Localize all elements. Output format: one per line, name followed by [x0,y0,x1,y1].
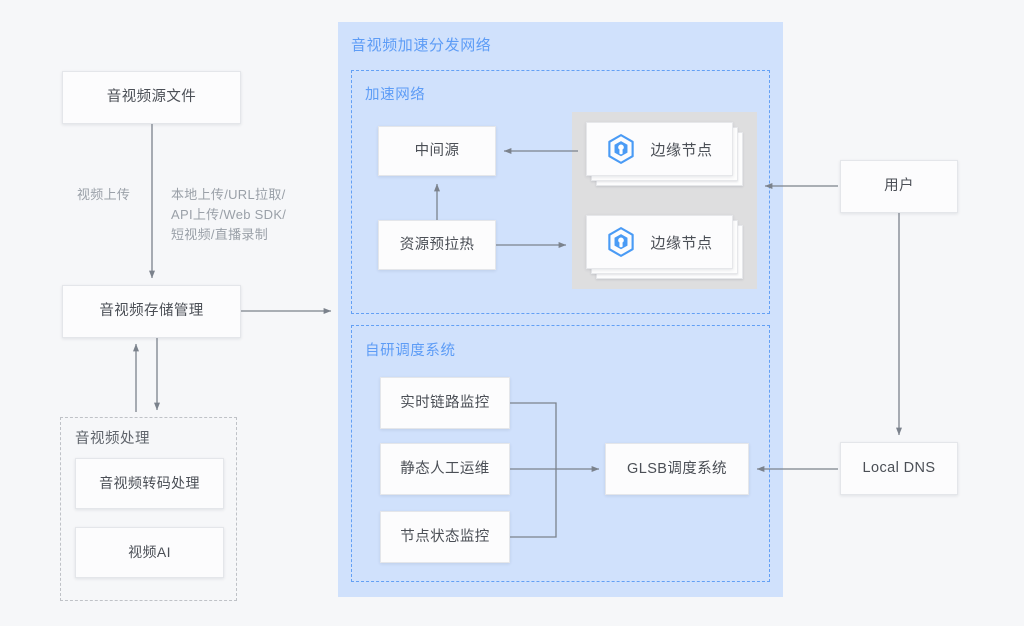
node-transcode-processing[interactable]: 音视频转码处理 [75,458,224,509]
node-node-status-monitor-label: 节点状态监控 [400,528,490,545]
node-static-manual-ops-label: 静态人工运维 [400,460,490,477]
edge-node-stack-1[interactable]: 边缘节点 [586,122,746,186]
node-glsb-scheduling-system-label: GLSB调度系统 [627,460,727,477]
upload-note-methods: 本地上传/URL拉取/ API上传/Web SDK/ 短视频/直播录制 [171,187,287,243]
node-resource-prefetch[interactable]: 资源预拉热 [378,220,496,270]
node-user-label: 用户 [884,178,914,195]
node-transcode-processing-label: 音视频转码处理 [99,475,200,492]
acceleration-network-group [351,70,770,314]
processing-group [60,417,237,601]
edge-node-stack-2[interactable]: 边缘节点 [586,215,746,279]
upload-note-left: 视频上传 [77,187,131,202]
node-glsb-scheduling-system[interactable]: GLSB调度系统 [605,443,749,495]
node-user[interactable]: 用户 [840,160,958,213]
panel-title: 音视频加速分发网络 [351,37,492,54]
processing-group-label: 音视频处理 [75,431,150,447]
edge-node-hex-icon [606,226,636,258]
scheduling-system-title: 自研调度系统 [365,343,456,359]
edge-node-card-1[interactable]: 边缘节点 [586,122,733,176]
node-source-file-label: 音视频源文件 [106,89,197,106]
node-storage-management[interactable]: 音视频存储管理 [62,285,241,338]
edge-node-card-1-label: 边缘节点 [650,141,713,159]
acceleration-network-title: 加速网络 [365,87,426,103]
node-node-status-monitor[interactable]: 节点状态监控 [380,511,510,563]
node-source-file[interactable]: 音视频源文件 [62,71,241,124]
node-video-ai-label: 视频AI [128,544,171,561]
scheduling-system-group [351,325,770,582]
node-local-dns-label: Local DNS [862,460,936,477]
node-static-manual-ops[interactable]: 静态人工运维 [380,443,510,495]
edge-node-card-2-label: 边缘节点 [650,234,713,252]
node-intermediate-source[interactable]: 中间源 [378,126,496,176]
node-video-ai[interactable]: 视频AI [75,527,224,578]
node-resource-prefetch-label: 资源预拉热 [399,236,475,253]
node-intermediate-source-label: 中间源 [414,142,460,159]
edge-node-hex-icon [606,133,636,165]
node-local-dns[interactable]: Local DNS [840,442,958,495]
node-realtime-link-monitor-label: 实时链路监控 [400,394,490,411]
node-storage-management-label: 音视频存储管理 [99,303,204,320]
edge-node-card-2[interactable]: 边缘节点 [586,215,733,269]
node-realtime-link-monitor[interactable]: 实时链路监控 [380,377,510,429]
